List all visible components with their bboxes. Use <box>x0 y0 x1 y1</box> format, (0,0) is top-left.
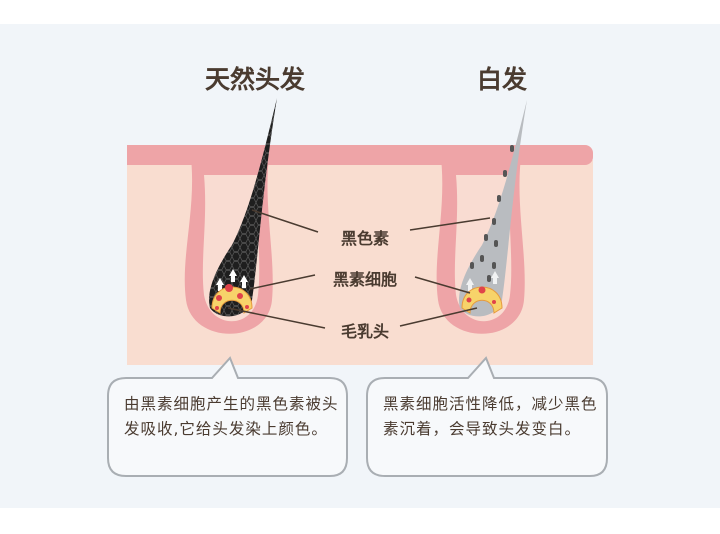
label-melanin: 黑色素 <box>340 229 390 248</box>
white-bubble <box>366 356 608 477</box>
title-white-hair: 白发 <box>476 65 528 94</box>
white-hair-description: 黑素细胞活性降低，减少黑色素沉着，会导致头发变白。 <box>383 395 598 438</box>
healthy-papilla <box>211 286 253 314</box>
title-healthy-hair: 天然头发 <box>204 65 306 94</box>
grey-hair <box>459 100 527 317</box>
leader-lines <box>227 209 491 329</box>
label-papilla: 毛乳头 <box>340 322 390 341</box>
melanin-granules <box>470 145 514 282</box>
healthy-hair-description: 由黑素细胞产生的黑色素被头发吸收,它给头发染上颜色。 <box>124 395 339 438</box>
melanin-arrows <box>216 269 499 291</box>
black-hair <box>209 98 277 317</box>
healthy-bubble <box>107 356 348 477</box>
white-papilla <box>461 286 503 314</box>
label-melanocyte: 黑素细胞 <box>332 270 398 289</box>
